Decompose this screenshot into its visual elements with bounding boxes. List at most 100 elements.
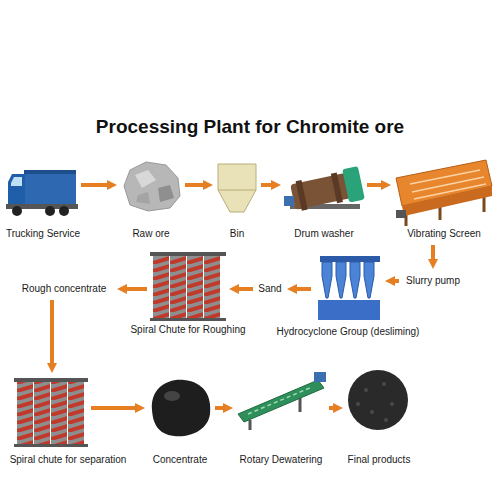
equipment-node: Bin [216,160,258,242]
spiral-column [153,256,169,318]
stream-node: Rough concentrate [14,281,114,297]
equipment-node: Rotary Dewatering [236,370,326,468]
final-product-illustration [348,370,408,430]
drum-motor [284,196,294,206]
equipment-label: Final products [334,454,424,466]
screen-mesh [410,170,486,199]
raw-ore-illustration [124,162,180,211]
dewatering-illustration [238,372,326,430]
drum-ring [331,173,343,204]
cyclone-platform [318,300,380,320]
product-grain [370,410,374,414]
concentrate-illustration [152,380,210,437]
flow-arrow [125,287,147,291]
spiral-column [187,256,203,318]
dewater-motor [314,372,326,382]
equipment-node: Hydrocyclone Group (desliming) [314,252,382,340]
equipment-label: Bin [207,228,267,240]
truck-wheel [12,206,22,216]
equipment-node: Concentrate [148,376,212,468]
screen-motor [396,210,406,218]
equipment-node: Drum washer [284,160,364,242]
flow-arrow [295,287,311,291]
spiral-frame [150,252,226,256]
spiral-column [170,256,186,318]
product-grain [384,418,388,422]
vibrating-screen-illustration [396,160,492,226]
equipment-label: Spiral Chute for Roughing [113,324,263,336]
equipment-label: Rotary Dewatering [226,454,336,466]
truck-wheel [45,206,55,216]
truck-cargo [24,170,76,204]
diagram-title: Processing Plant for Chromite ore [0,116,500,138]
flow-arrow [185,183,205,187]
spiral-frame [14,444,88,447]
flow-arrow [261,183,273,187]
equipment-label: Hydrocyclone Group (desliming) [263,326,433,338]
equipment-node: Spiral chute for separation [14,376,88,468]
product-pile [348,370,408,430]
stream-label: Slurry pump [402,275,464,287]
truck-cargo-rim [24,170,76,174]
flow-arrow [215,406,225,410]
equipment-label: Trucking Service [0,228,98,240]
drum-washer-illustration [284,166,365,214]
dewater-trough [238,380,324,422]
ore-rock [124,162,180,211]
equipment-node: Vibrating Screen [394,158,494,242]
equipment-label: Spiral chute for separation [0,454,143,466]
separation-spiral-illustration [14,378,88,447]
flow-arrow [367,183,383,187]
cyclone-manifold [320,256,380,262]
equipment-node: Trucking Service [8,160,78,242]
bin-hopper [218,164,256,212]
bin-illustration [218,164,256,212]
bin-seam [218,190,256,191]
roughing-spiral-illustration [150,252,226,321]
drum-body [289,166,365,214]
stream-node: Slurry pump [402,272,464,290]
truck-wheel [59,206,69,216]
stream-label: Rough concentrate [14,283,114,295]
flow-arrow [50,300,54,365]
flow-arrow [329,406,335,410]
product-grain [382,382,386,386]
equipment-label: Raw ore [111,228,191,240]
equipment-node: Spiral Chute for Roughing [150,250,226,338]
dewater-screw [248,387,312,414]
flow-arrow [393,279,399,283]
hydrocyclone-illustration [318,256,380,320]
stream-label: Sand [256,283,284,295]
concentrate-lump [152,380,210,437]
cyclone-cone [350,262,360,298]
product-grain [390,402,394,406]
cyclone-cone [322,262,332,298]
cyclone-cone [364,262,374,298]
product-grain [364,388,368,392]
equipment-label: Vibrating Screen [389,228,499,240]
cyclone-cone [336,262,346,298]
flow-arrow [237,287,253,291]
equipment-label: Drum washer [279,228,369,240]
flow-arrow [431,245,435,261]
stream-node: Sand [256,281,284,297]
drum-screen-end [342,166,365,203]
drum-shell [290,173,350,210]
spiral-frame [150,318,226,321]
spiral-frame [14,378,88,382]
drum-ring [296,180,308,211]
ore-facet [135,170,156,188]
equipment-node: Final products [346,370,412,468]
truck-cab [8,174,25,206]
flow-arrow [81,183,109,187]
spiral-column [51,382,67,444]
spiral-column [204,256,220,318]
flow-arrow [91,406,137,410]
spiral-column [34,382,50,444]
spiral-column [17,382,33,444]
equipment-label: Concentrate [140,454,220,466]
truck-illustration [6,170,78,216]
